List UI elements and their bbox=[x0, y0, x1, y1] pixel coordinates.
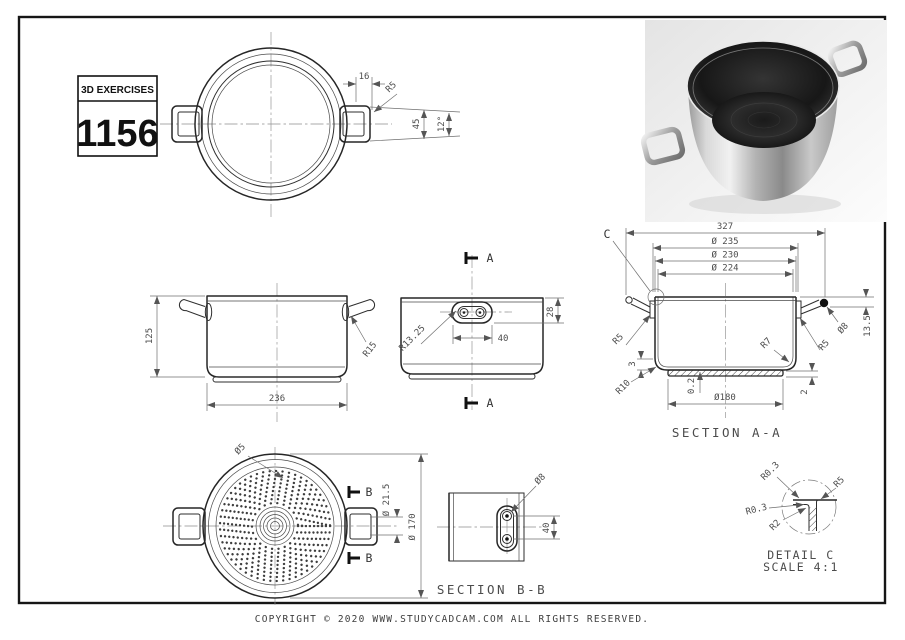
svg-text:B: B bbox=[366, 551, 373, 565]
pot-handle-right bbox=[339, 105, 371, 143]
exercise-series-label: 3D EXERCISES bbox=[81, 85, 154, 96]
section-marker-b-bottom: B bbox=[347, 551, 373, 565]
detail-c-label: DETAIL C bbox=[767, 548, 834, 562]
dim-base-fillet: R10 bbox=[614, 378, 633, 397]
dim-boss-diameter: Ø 21.5 bbox=[381, 484, 392, 517]
section-marker-a-top: A bbox=[464, 251, 494, 265]
base-plate bbox=[212, 376, 342, 383]
bottom-handle-right bbox=[344, 507, 378, 546]
dim-handle-radius: R15 bbox=[361, 340, 379, 359]
dim-r-wall: R5 bbox=[832, 475, 847, 490]
detail-marker-c: C bbox=[604, 227, 611, 241]
dim-handle-height: 45 bbox=[412, 119, 422, 130]
dim-r-top: R0.3 bbox=[759, 460, 781, 482]
border-frame bbox=[17, 15, 887, 605]
svg-text:A: A bbox=[487, 251, 494, 265]
dim-mid-diameter: Ø 230 bbox=[711, 250, 738, 261]
dim-inner-fillet: R7 bbox=[759, 336, 774, 351]
dim-overall-width: 327 bbox=[717, 222, 733, 232]
dim-bottom-diameter: Ø 170 bbox=[407, 513, 418, 540]
render-3d bbox=[640, 20, 887, 222]
sectioned-base-plate bbox=[667, 369, 784, 377]
top-view: 16 R5 45 12° bbox=[160, 32, 461, 218]
exercise-number: 1156 bbox=[76, 113, 158, 155]
dim-rivet-hole: Ø8 bbox=[533, 472, 548, 487]
render-pot-floor bbox=[712, 92, 816, 148]
dim-rim-fillet-left: R5 bbox=[611, 332, 626, 347]
dim-r-left: R0.3 bbox=[745, 503, 768, 518]
dim-handle-offset: 13.5 bbox=[863, 315, 873, 337]
section-marker-b-top: B bbox=[347, 485, 373, 499]
dim-r-inner: R2 bbox=[768, 518, 783, 533]
svg-text:A: A bbox=[487, 396, 494, 410]
side-handle-left bbox=[178, 298, 206, 318]
section-aa-label: SECTION A-A bbox=[672, 425, 782, 440]
bottom-handle-left bbox=[172, 507, 206, 546]
detail-c-view: R0.3 R5 R0.3 R2 DETAIL C SCALE 4:1 bbox=[745, 460, 847, 574]
side-view: A A R13.25 40 28 bbox=[398, 251, 564, 410]
dim-taper-angle: 12° bbox=[437, 116, 447, 132]
side-handle-right bbox=[348, 298, 376, 318]
dim-rim-fillet-right: R5 bbox=[817, 338, 832, 353]
dim-base-recess: 0.2 bbox=[687, 378, 697, 394]
dim-base-edge: 3 bbox=[628, 361, 638, 366]
render-handle-right bbox=[827, 40, 868, 77]
dim-inner-diameter: Ø 224 bbox=[711, 263, 738, 274]
dim-base-plate-thickness: 2 bbox=[800, 389, 810, 394]
dim-pot-width: 236 bbox=[269, 394, 285, 404]
copyright-note: COPYRIGHT © 2020 WWW.STUDYCADCAM.COM ALL… bbox=[255, 614, 649, 625]
front-view: 125 236 R15 bbox=[145, 283, 379, 422]
dim-bracket-depth: 16 bbox=[359, 72, 370, 82]
dim-pot-height: 125 bbox=[145, 328, 155, 344]
handle-wire-end-left bbox=[625, 296, 633, 304]
rim-wall-hatch bbox=[809, 507, 817, 531]
detail-c-scale: SCALE 4:1 bbox=[763, 560, 839, 574]
section-marker-a-bottom: A bbox=[464, 396, 494, 410]
handle-wire-section-dot bbox=[819, 298, 829, 308]
title-block: 3D EXERCISES 1156 bbox=[76, 75, 159, 157]
bottom-view: Ø5 B B Ø 21.5 Ø 170 bbox=[163, 442, 428, 605]
dim-hole-spacing: 40 bbox=[542, 523, 552, 534]
render-shadow bbox=[689, 194, 841, 214]
section-aa-view: C 327 Ø 235 Ø 230 Ø 224 13.5 Ø8 R5 R7 bbox=[604, 222, 874, 440]
pot-handle-left bbox=[171, 105, 203, 143]
dim-lid-handle-radius: R13.25 bbox=[398, 324, 428, 354]
dim-handle-span: 40 bbox=[498, 334, 509, 344]
handle-slot bbox=[496, 505, 518, 552]
render-handle-left bbox=[640, 126, 686, 166]
dim-handle-drop: 28 bbox=[546, 307, 556, 318]
dim-top-fillet: R5 bbox=[384, 80, 399, 95]
dim-rim-diameter: Ø 235 bbox=[711, 236, 738, 247]
section-bb-label: SECTION B-B bbox=[437, 582, 547, 597]
section-bb-view: Ø8 40 SECTION B-B bbox=[437, 472, 560, 597]
svg-text:B: B bbox=[366, 485, 373, 499]
dim-base-diameter: Ø180 bbox=[714, 392, 736, 403]
dim-wire-diameter: Ø8 bbox=[835, 321, 850, 336]
dim-perforation-hole: Ø5 bbox=[233, 442, 248, 457]
